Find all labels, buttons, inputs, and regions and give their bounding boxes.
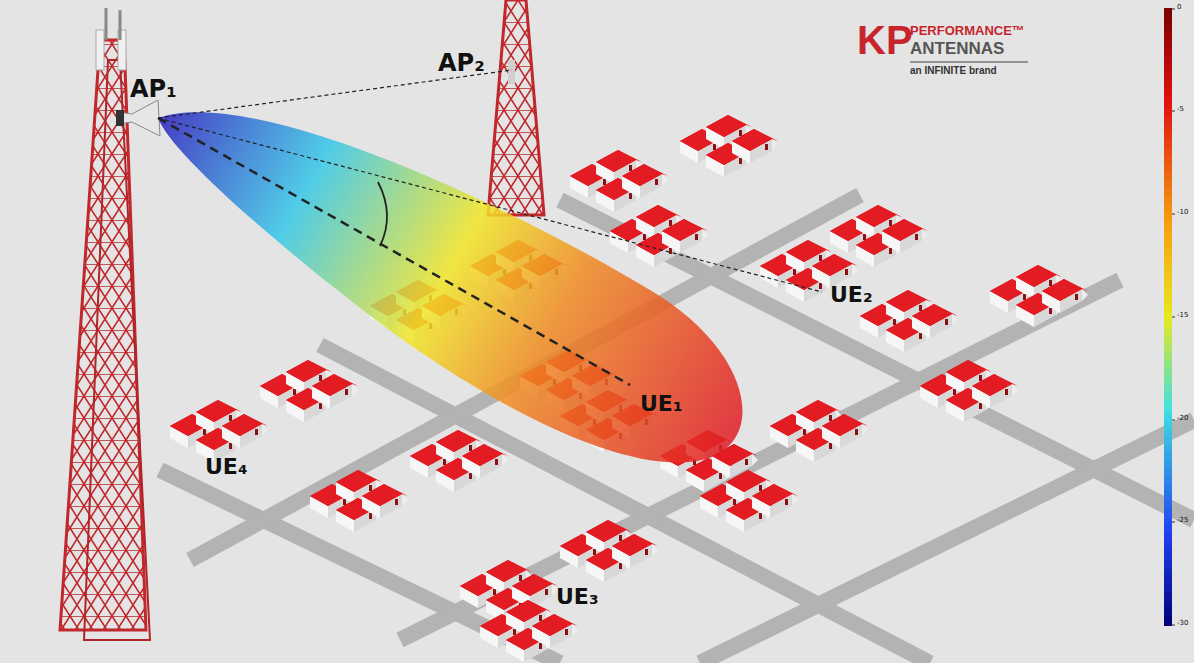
- colour-bar-ticks: [1172, 9, 1175, 625]
- logo-text: PERFORMANCE™: [910, 24, 1025, 38]
- sight-lines: [158, 70, 822, 385]
- tower-ap1: [60, 8, 160, 640]
- tower-ap2: [488, 0, 544, 215]
- antenna-label: AP₁: [130, 76, 177, 102]
- beam-pattern: [158, 112, 742, 462]
- colour-bar-tick: -15: [1177, 312, 1188, 320]
- logo-mark: KP: [857, 18, 913, 62]
- antenna-label: AP₂: [438, 50, 485, 76]
- logo-rule: [910, 62, 1028, 63]
- colour-bar-tick: -5: [1177, 106, 1184, 114]
- colour-bar: [1164, 8, 1172, 626]
- logo-tagline: an INFINITE brand: [910, 65, 997, 76]
- logo-text: ANTENNAS: [910, 40, 1004, 59]
- colour-bar-tick: 0: [1177, 4, 1181, 12]
- user-label: UE₃: [556, 585, 599, 609]
- user-label: UE₄: [205, 455, 248, 479]
- colour-bar-tick: -20: [1177, 415, 1188, 423]
- colour-bar-tick: -25: [1177, 517, 1188, 525]
- colour-bar-tick: -10: [1177, 209, 1188, 217]
- user-label: UE₁: [640, 392, 683, 416]
- colour-bar-tick: -30: [1177, 620, 1188, 628]
- user-label: UE₂: [830, 283, 873, 307]
